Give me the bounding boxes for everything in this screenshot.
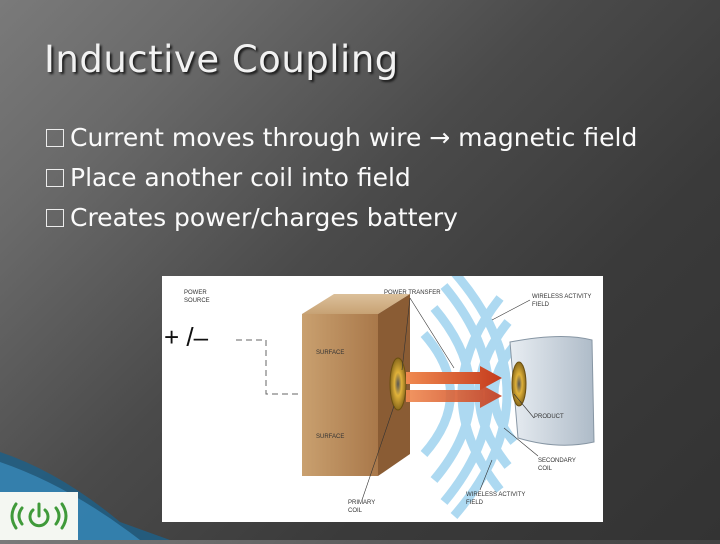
bullet-list: Current moves through wire → magnetic fi… bbox=[46, 118, 686, 238]
power-transfer-arrows bbox=[406, 366, 502, 408]
label-power-source: POWER bbox=[184, 290, 207, 296]
bullet-box-icon bbox=[46, 129, 64, 147]
label-secondary-coil: SECONDARY bbox=[538, 458, 576, 464]
inductive-coupling-diagram: + /– bbox=[162, 276, 603, 522]
plus-minus-symbol: + /– bbox=[164, 322, 209, 352]
bullet-item: Creates power/charges battery bbox=[46, 198, 686, 238]
label-primary-coil-2: COIL bbox=[348, 508, 363, 514]
label-wireless-field-bottom: WIRELESS ACTIVITY bbox=[466, 492, 525, 498]
surface-front bbox=[302, 314, 378, 476]
label-surface-top: SURFACE bbox=[316, 350, 344, 356]
bullet-box-icon bbox=[46, 169, 64, 187]
surface-top bbox=[302, 294, 410, 314]
label-power-source-2: SOURCE bbox=[184, 298, 210, 304]
label-product: PRODUCT bbox=[534, 414, 564, 420]
label-surface-bottom: SURFACE bbox=[316, 434, 344, 440]
secondary-coil bbox=[511, 361, 527, 407]
label-wireless-field-bottom-2: FIELD bbox=[466, 500, 484, 506]
product bbox=[509, 335, 595, 446]
label-wireless-field-top: WIRELESS ACTIVITY bbox=[532, 294, 591, 300]
label-wireless-field-top-2: FIELD bbox=[532, 302, 550, 308]
leader-lines bbox=[361, 297, 539, 501]
power-wire bbox=[236, 339, 302, 395]
wireless-power-logo-icon bbox=[0, 492, 78, 540]
label-secondary-coil-2: COIL bbox=[538, 466, 553, 472]
bullet-text: Place another coil into field bbox=[70, 163, 411, 192]
primary-coil bbox=[389, 357, 407, 411]
bullet-item: Current moves through wire → magnetic fi… bbox=[46, 118, 686, 158]
slide-title: Inductive Coupling bbox=[44, 38, 399, 81]
bullet-text: Creates power/charges battery bbox=[70, 203, 458, 232]
label-power-transfer: POWER TRANSFER bbox=[384, 290, 441, 296]
label-primary-coil: PRIMARY bbox=[348, 500, 375, 506]
bullet-item: Place another coil into field bbox=[46, 158, 686, 198]
bullet-text: Current moves through wire → magnetic fi… bbox=[70, 123, 638, 152]
bullet-box-icon bbox=[46, 209, 64, 227]
diagram-svg: + /– bbox=[164, 276, 595, 519]
